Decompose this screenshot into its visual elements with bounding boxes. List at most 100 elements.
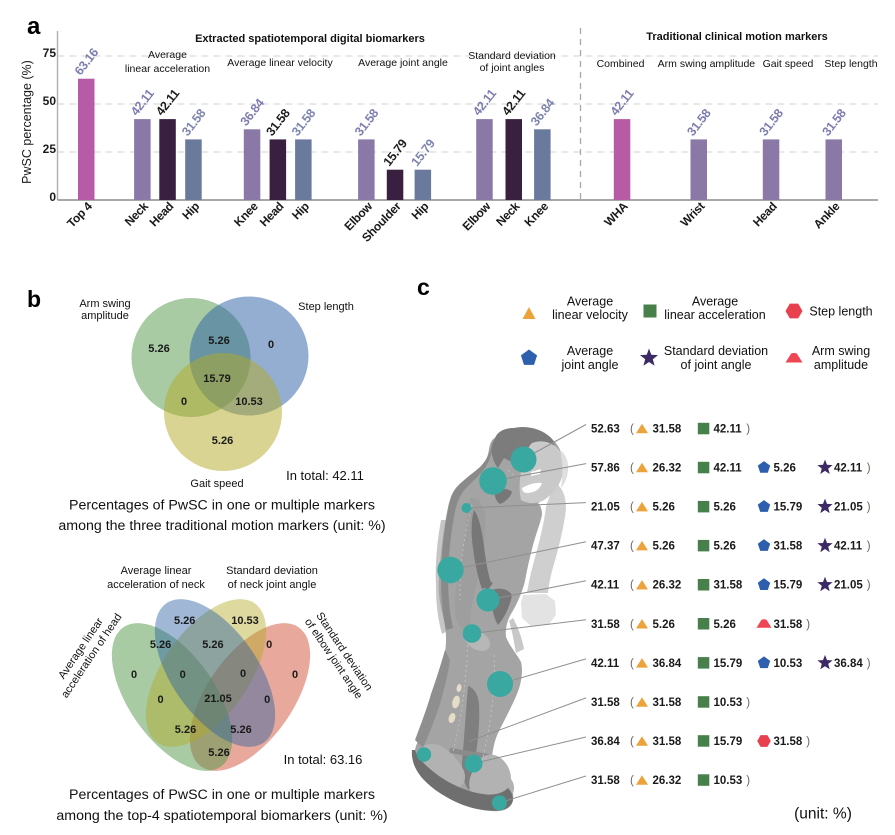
svg-text:among the three traditional mo: among the three traditional motion marke… (58, 518, 385, 534)
svg-text:36.84: 36.84 (591, 736, 620, 748)
svg-text:31.58: 31.58 (774, 541, 803, 553)
svg-text:57.86: 57.86 (591, 463, 620, 475)
svg-text:of joint angles: of joint angles (480, 62, 545, 74)
svg-text:10.53: 10.53 (231, 615, 259, 627)
svg-text:Standard deviation: Standard deviation (226, 565, 318, 577)
svg-text:21.05: 21.05 (834, 580, 863, 592)
svg-text:50: 50 (43, 94, 57, 108)
svg-text:10.53: 10.53 (714, 697, 743, 709)
svg-text:31.58: 31.58 (591, 697, 620, 709)
svg-text:acceleration of neck: acceleration of neck (107, 579, 205, 591)
svg-text:31.58: 31.58 (653, 697, 682, 709)
svg-text:): ) (746, 424, 750, 436)
svg-text:Average linear: Average linear (121, 565, 192, 577)
svg-text:42.11: 42.11 (834, 541, 863, 553)
svg-text:): ) (746, 775, 750, 787)
svg-text:21.05: 21.05 (204, 693, 232, 705)
svg-text:10.53: 10.53 (774, 658, 803, 670)
svg-text:42.11: 42.11 (714, 424, 743, 436)
svg-text:5.26: 5.26 (653, 541, 675, 553)
svg-text:linear acceleration: linear acceleration (664, 308, 765, 322)
svg-text:(: ( (630, 463, 634, 475)
svg-text:15.79: 15.79 (714, 736, 743, 748)
svg-text:26.32: 26.32 (653, 463, 682, 475)
svg-text:Gait speed: Gait speed (190, 478, 243, 490)
svg-text:Average linear velocity: Average linear velocity (227, 57, 333, 69)
svg-text:Arm swing: Arm swing (812, 344, 870, 358)
svg-text:5.26: 5.26 (774, 463, 796, 475)
svg-text:Traditional clinical motion ma: Traditional clinical motion markers (646, 31, 828, 43)
svg-text:Percentages of PwSC in one or: Percentages of PwSC in one or multiple m… (69, 787, 375, 803)
svg-text:0: 0 (131, 669, 137, 681)
svg-text:Extracted spatiotemporal digit: Extracted spatiotemporal digital biomark… (195, 33, 425, 45)
svg-text:31.58: 31.58 (653, 736, 682, 748)
svg-text:0: 0 (180, 669, 186, 681)
svg-text:Percentages of PwSC in one or: Percentages of PwSC in one or multiple m… (69, 498, 375, 514)
svg-text:25: 25 (43, 142, 57, 156)
svg-text:5.26: 5.26 (202, 639, 223, 651)
svg-text:5.26: 5.26 (208, 747, 229, 759)
svg-text:15.79: 15.79 (714, 658, 743, 670)
svg-text:15.79: 15.79 (774, 580, 803, 592)
svg-text:36.84: 36.84 (653, 658, 682, 670)
svg-text:26.32: 26.32 (653, 580, 682, 592)
svg-text:): ) (806, 736, 810, 748)
svg-text:In total: 42.11: In total: 42.11 (286, 468, 364, 483)
svg-text:36.84: 36.84 (834, 658, 863, 670)
svg-text:): ) (746, 697, 750, 709)
svg-text:(: ( (630, 736, 634, 748)
svg-text:15.79: 15.79 (203, 373, 231, 385)
svg-text:(: ( (630, 580, 634, 592)
svg-text:42.11: 42.11 (591, 658, 620, 670)
svg-text:10.53: 10.53 (235, 396, 263, 408)
svg-text:0: 0 (49, 190, 56, 204)
svg-text:linear acceleration: linear acceleration (125, 63, 210, 75)
svg-text:joint angle: joint angle (561, 358, 619, 372)
svg-text:): ) (867, 658, 871, 670)
svg-text:31.58: 31.58 (714, 580, 743, 592)
svg-text:26.32: 26.32 (653, 775, 682, 787)
svg-text:): ) (867, 502, 871, 514)
svg-text:21.05: 21.05 (834, 502, 863, 514)
svg-text:amplitude: amplitude (814, 358, 868, 372)
svg-text:Combined: Combined (597, 58, 645, 70)
svg-text:5.26: 5.26 (148, 343, 169, 355)
svg-text:): ) (867, 580, 871, 592)
svg-text:5.26: 5.26 (714, 502, 736, 514)
svg-text:5.26: 5.26 (653, 619, 675, 631)
svg-text:of neck joint angle: of neck joint angle (228, 579, 317, 591)
svg-text:0: 0 (268, 339, 274, 351)
svg-text:5.26: 5.26 (212, 435, 233, 447)
svg-text:b: b (27, 286, 41, 312)
svg-text:): ) (806, 619, 810, 631)
svg-text:5.26: 5.26 (714, 541, 736, 553)
svg-text:31.58: 31.58 (774, 736, 803, 748)
svg-text:(: ( (630, 424, 634, 436)
svg-text:52.63: 52.63 (591, 424, 620, 436)
svg-text:PwSC percentage (%): PwSC percentage (%) (20, 60, 34, 184)
svg-text:amplitude: amplitude (81, 310, 129, 322)
svg-text:21.05: 21.05 (591, 502, 620, 514)
svg-text:5.26: 5.26 (175, 724, 196, 736)
svg-text:31.58: 31.58 (591, 619, 620, 631)
svg-text:5.26: 5.26 (208, 335, 229, 347)
svg-text:(: ( (630, 775, 634, 787)
svg-text:): ) (867, 541, 871, 553)
svg-text:5.26: 5.26 (174, 615, 195, 627)
svg-text:Step length: Step length (809, 305, 872, 319)
svg-text:5.26: 5.26 (714, 619, 736, 631)
svg-text:0: 0 (158, 694, 164, 706)
svg-text:(: ( (630, 697, 634, 709)
svg-text:): ) (867, 463, 871, 475)
svg-text:42.11: 42.11 (591, 580, 620, 592)
svg-text:Arm swing: Arm swing (79, 298, 130, 310)
svg-text:31.58: 31.58 (591, 775, 620, 787)
svg-text:75: 75 (43, 46, 57, 60)
svg-text:Step length: Step length (824, 58, 877, 70)
svg-text:(unit: %): (unit: %) (794, 806, 852, 823)
svg-text:0: 0 (292, 669, 298, 681)
svg-text:42.11: 42.11 (834, 463, 863, 475)
svg-text:Average: Average (567, 295, 613, 309)
svg-text:Standard deviation: Standard deviation (468, 50, 556, 62)
svg-text:(: ( (630, 502, 634, 514)
